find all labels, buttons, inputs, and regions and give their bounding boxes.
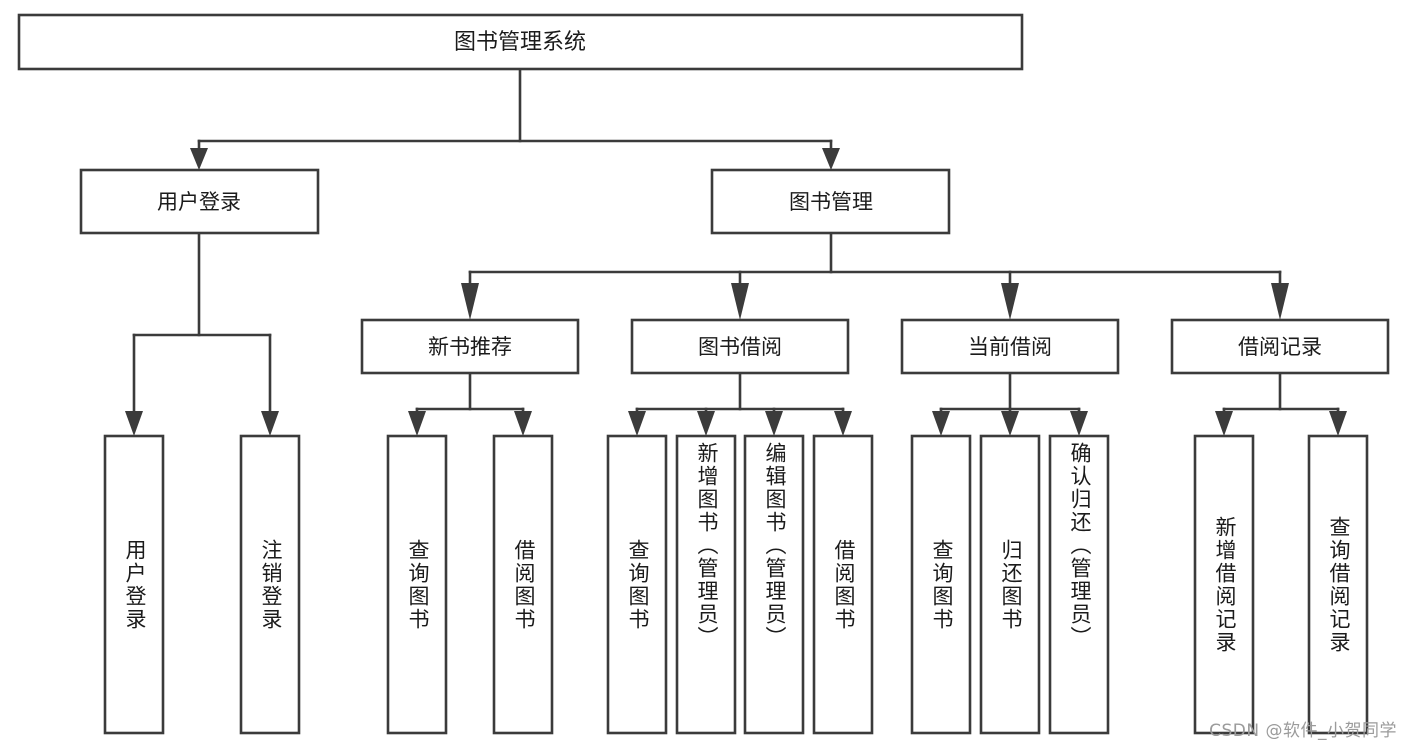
arrowhead-leaf-add-record xyxy=(1215,411,1233,436)
leaf-box-borrow-book-1[interactable] xyxy=(492,434,554,735)
node-book-management-box[interactable] xyxy=(710,168,951,235)
arrowhead-leaf-borrow-book-1 xyxy=(514,411,532,436)
arrowhead-leaf-query-book-1 xyxy=(408,411,426,436)
arrowhead-current-borrow xyxy=(1001,283,1019,320)
connector-group-root xyxy=(190,67,840,170)
connector-group-book-borrow xyxy=(628,371,852,436)
node-new-book-recommend-box[interactable] xyxy=(360,318,580,375)
node-borrow-record-label: 借阅记录 xyxy=(1238,335,1322,359)
node-book-management-label: 图书管理 xyxy=(789,190,873,214)
connector-group-current-borrow xyxy=(932,371,1088,436)
node-borrow-record[interactable]: 借阅记录 xyxy=(1170,318,1390,375)
node-current-borrow-label: 当前借阅 xyxy=(968,335,1052,359)
leaf-box-query-book-1[interactable] xyxy=(386,434,448,735)
node-user-login[interactable]: 用户登录 xyxy=(79,168,320,235)
node-user-login-box[interactable] xyxy=(79,168,320,235)
arrowhead-book-management xyxy=(822,148,840,170)
node-root[interactable]: 图书管理系统 xyxy=(17,13,1024,71)
arrowhead-leaf-confirm-return xyxy=(1070,411,1088,436)
arrowhead-leaf-borrow-book-2 xyxy=(834,411,852,436)
node-book-borrow-box[interactable] xyxy=(630,318,850,375)
leaf-box-edit-book[interactable] xyxy=(743,434,805,735)
arrowhead-leaf-query-record xyxy=(1329,411,1347,436)
connector-group-book-management xyxy=(461,231,1289,320)
connector-group-borrow-record xyxy=(1215,371,1347,436)
node-book-management[interactable]: 图书管理 xyxy=(710,168,951,235)
node-current-borrow-box[interactable] xyxy=(900,318,1120,375)
arrowhead-leaf-return-book xyxy=(1001,411,1019,436)
arrowhead-borrow-record xyxy=(1271,283,1289,320)
node-root-box[interactable] xyxy=(17,13,1024,71)
arrowhead-new-book-recommend xyxy=(461,283,479,320)
leaf-box-add-book[interactable] xyxy=(675,434,737,735)
leaf-box-query-book-3[interactable] xyxy=(910,434,972,735)
arrowhead-leaf-user-login xyxy=(125,411,143,436)
leaf-boxes xyxy=(103,434,1369,735)
node-current-borrow[interactable]: 当前借阅 xyxy=(900,318,1120,375)
leaf-box-query-book-2[interactable] xyxy=(606,434,668,735)
leaf-box-confirm-return[interactable] xyxy=(1048,434,1110,735)
node-root-label: 图书管理系统 xyxy=(454,30,586,55)
leaf-box-user-login[interactable] xyxy=(103,434,165,735)
node-new-book-recommend-label: 新书推荐 xyxy=(428,335,512,359)
arrowhead-leaf-query-book-3 xyxy=(932,411,950,436)
node-borrow-record-box[interactable] xyxy=(1170,318,1390,375)
leaf-box-query-record[interactable] xyxy=(1307,434,1369,735)
arrowhead-user-login xyxy=(190,148,208,170)
leaf-box-return-book[interactable] xyxy=(979,434,1041,735)
csdn-watermark: CSDN @软件_小贺同学 xyxy=(1209,721,1397,741)
arrowhead-leaf-edit-book xyxy=(765,411,783,436)
arrowhead-leaf-logout-login xyxy=(261,411,279,436)
leaf-box-borrow-book-2[interactable] xyxy=(812,434,874,735)
connector-group-new-book-recommend xyxy=(408,371,532,436)
node-book-borrow-label: 图书借阅 xyxy=(698,335,782,359)
node-user-login-label: 用户登录 xyxy=(157,190,241,214)
leaf-box-add-record[interactable] xyxy=(1193,434,1255,735)
arrowhead-leaf-add-book xyxy=(697,411,715,436)
arrowhead-book-borrow xyxy=(731,283,749,320)
arrowhead-leaf-query-book-2 xyxy=(628,411,646,436)
connector-group-user-login xyxy=(125,231,279,436)
leaf-box-logout-login[interactable] xyxy=(239,434,301,735)
node-book-borrow[interactable]: 图书借阅 xyxy=(630,318,850,375)
node-new-book-recommend[interactable]: 新书推荐 xyxy=(360,318,580,375)
